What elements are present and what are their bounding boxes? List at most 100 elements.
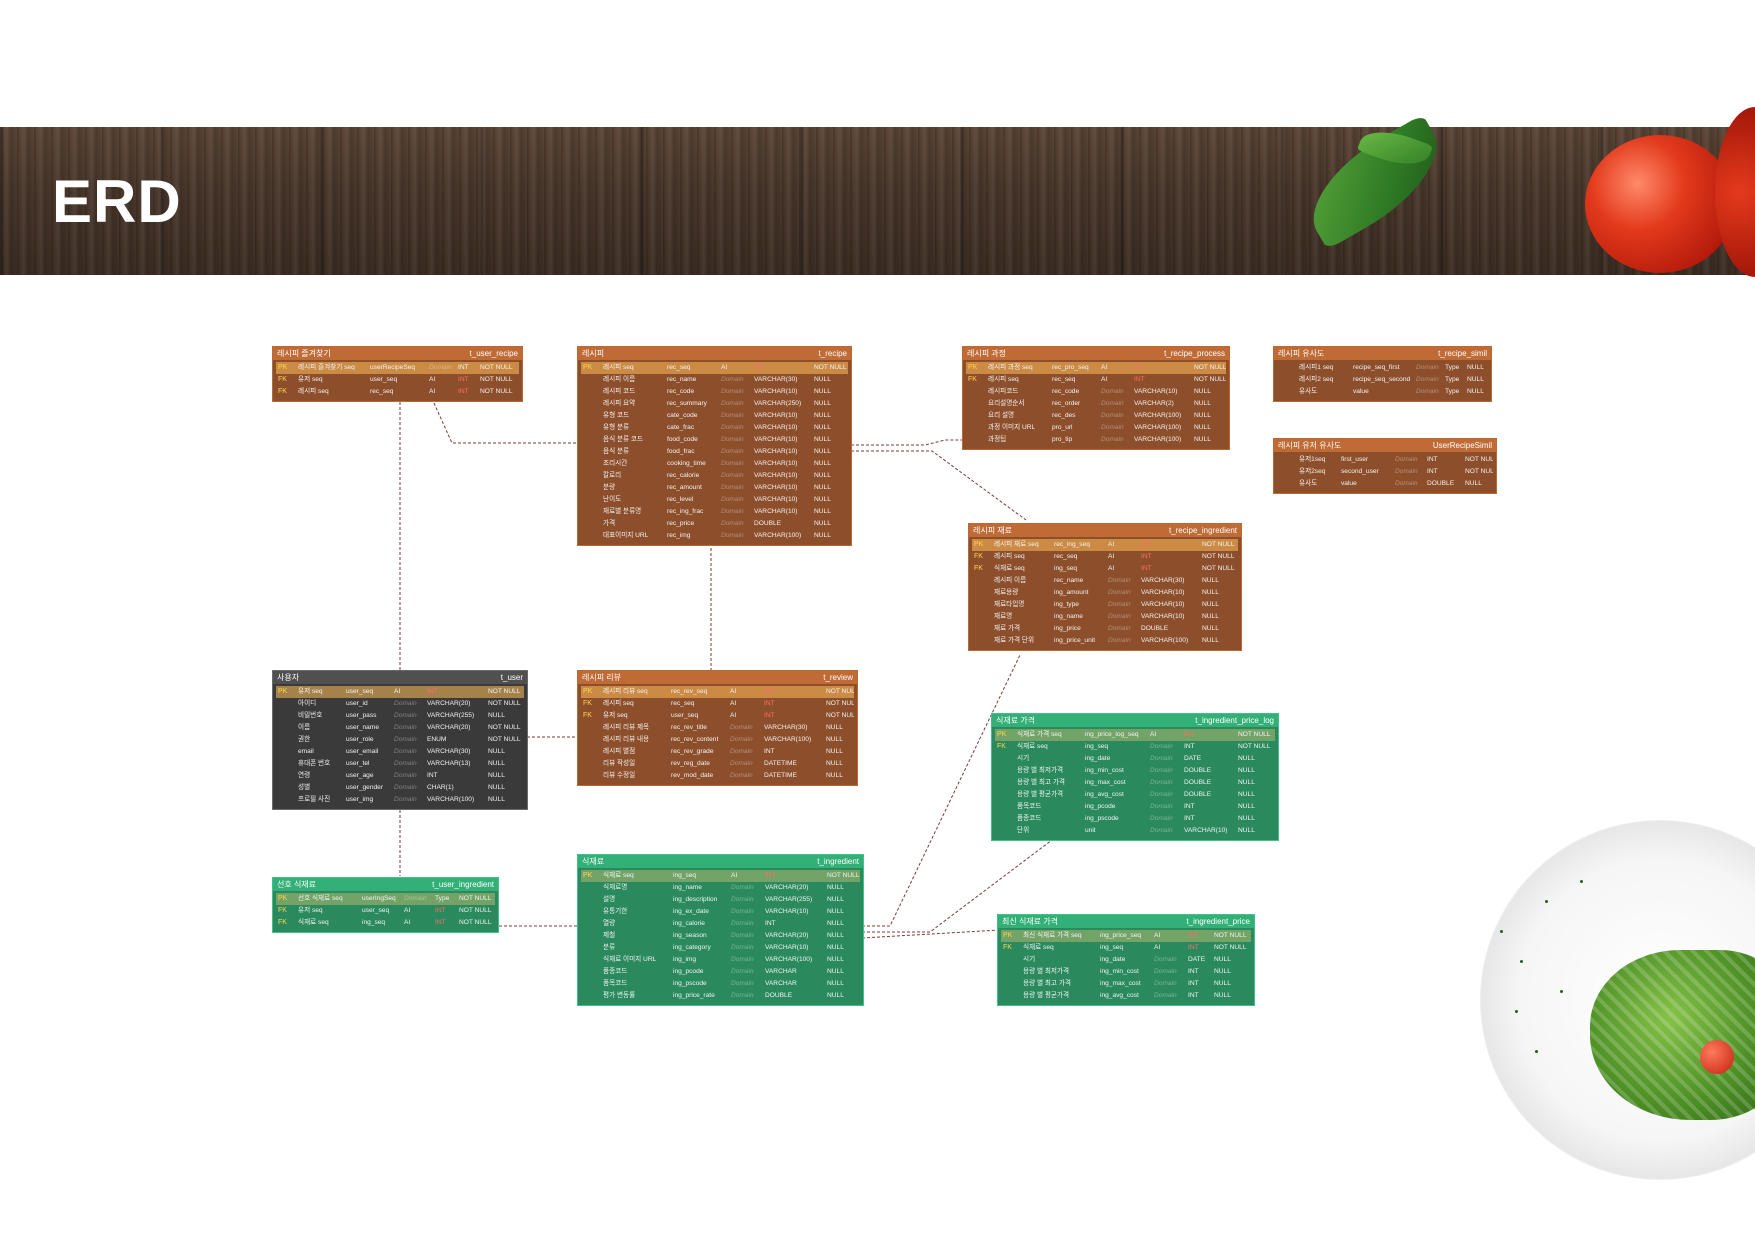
domain: Domain — [1108, 589, 1131, 596]
key-icon — [276, 770, 296, 782]
nullability: NOT NULL — [1202, 565, 1235, 572]
nullability: NULL — [826, 772, 843, 779]
foreign-key-icon: FK — [974, 565, 983, 572]
logical-name: email — [298, 748, 314, 755]
table-name: t_user — [500, 673, 523, 682]
domain: Domain — [731, 944, 754, 951]
logical-name: 과정팁 — [988, 436, 1007, 443]
logical-name: 재료타입명 — [994, 601, 1025, 608]
nullability: NOT NULL — [480, 388, 513, 395]
domain: Domain — [721, 460, 744, 467]
domain: Domain — [731, 884, 754, 891]
domain: Domain — [721, 484, 744, 491]
domain: Domain — [1101, 400, 1124, 407]
key-icon — [995, 789, 1015, 801]
physical-name: ing_season — [673, 932, 707, 939]
physical-name: ing_pscode — [1085, 815, 1119, 822]
logical-name: 비밀번호 — [298, 712, 323, 719]
nullability: NULL — [826, 748, 843, 755]
key-icon — [1001, 978, 1021, 990]
table-label: 레시피 리뷰 — [582, 673, 622, 682]
nullability: NULL — [1238, 779, 1255, 786]
nullability: NOT NULL — [480, 364, 513, 371]
domain: Domain — [1150, 779, 1173, 786]
nullability: NOT NULL — [488, 700, 521, 707]
rel-recipe-ingredient-recipe — [851, 450, 1027, 521]
table-label: 식재료 가격 — [996, 716, 1036, 725]
key-icon — [1277, 478, 1297, 490]
logical-name: 레시피 seq — [603, 700, 634, 707]
nullability: NULL — [814, 472, 831, 479]
nullability: NOT NULL — [1194, 364, 1226, 371]
physical-name: ing_price — [1054, 625, 1081, 632]
domain: AI — [730, 700, 737, 707]
logical-name: 레시피 리뷰 seq — [603, 688, 648, 695]
physical-name: rec_des — [1052, 412, 1076, 419]
domain: Domain — [731, 968, 754, 975]
nullability: NOT NULL — [488, 724, 521, 731]
nullability: NULL — [1467, 364, 1484, 371]
logical-name: 유사도 — [1299, 480, 1318, 487]
data-type: VARCHAR(30) — [754, 376, 798, 383]
physical-name: rec_order — [1052, 400, 1081, 407]
logical-name: 식재료 가격 seq — [1017, 731, 1062, 738]
physical-name: rec_seq — [667, 364, 691, 371]
nullability: NULL — [1202, 589, 1219, 596]
key-icon — [581, 722, 601, 734]
logical-name: 리뷰 수정일 — [603, 772, 636, 779]
data-type: INT — [1188, 992, 1199, 999]
domain: Domain — [1150, 815, 1173, 822]
data-type: INT — [764, 748, 775, 755]
data-type: INT — [765, 872, 776, 879]
data-type: VARCHAR(255) — [427, 712, 475, 719]
domain: Domain — [394, 760, 417, 767]
logical-name: 아이디 — [298, 700, 317, 707]
physical-name: userIngSeq — [362, 895, 396, 902]
physical-name: cooking_time — [667, 460, 706, 467]
physical-name: cate_code — [667, 412, 698, 419]
primary-key-icon: PK — [583, 688, 593, 695]
nullability: NULL — [1467, 376, 1484, 383]
data-type: VARCHAR — [765, 968, 797, 975]
data-type: DATE — [1184, 755, 1202, 762]
table-name: t_user_ingredient — [432, 880, 494, 889]
physical-name: rec_rev_title — [671, 724, 707, 731]
page-title: ERD — [52, 168, 182, 235]
key-icon — [581, 506, 601, 518]
data-type: VARCHAR(2) — [1134, 400, 1174, 407]
logical-name: 프로필 사진 — [298, 796, 331, 803]
nullability: NOT NULL — [1465, 456, 1493, 463]
physical-name: ing_min_cost — [1085, 767, 1124, 774]
logical-name: 레시피 seq — [298, 388, 329, 395]
nullability: NOT NULL — [1202, 553, 1235, 560]
logical-name: 레시피 리뷰 제목 — [603, 724, 650, 731]
nullability: NOT NULL — [1194, 376, 1226, 383]
key-icon — [995, 801, 1015, 813]
logical-name: 요리설명순서 — [988, 400, 1025, 407]
rel-recipe-process — [851, 439, 962, 446]
nullability: NOT NULL — [826, 712, 854, 719]
domain: Domain — [394, 748, 417, 755]
logical-name: 분류 — [603, 944, 616, 951]
key-icon — [1277, 362, 1297, 374]
data-type: VARCHAR(10) — [1141, 589, 1185, 596]
domain: Domain — [394, 724, 417, 731]
logical-name: 유저 seq — [298, 688, 323, 695]
domain: Domain — [1101, 388, 1124, 395]
physical-name: rec_name — [667, 376, 697, 383]
